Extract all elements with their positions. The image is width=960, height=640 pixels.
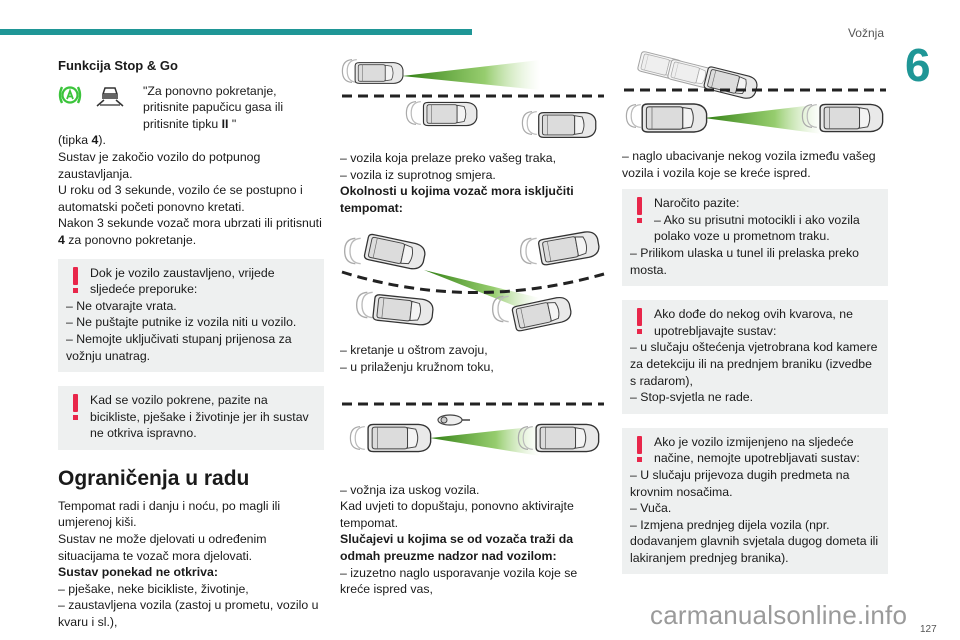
warning-intro: Ako dođe do nekog ovih kvarova, ne upotr…	[654, 307, 853, 338]
car-cruise-icon	[96, 86, 124, 107]
tipka-post: ).	[98, 133, 106, 148]
warning-icon	[70, 394, 80, 422]
cut-in-lane-illustration	[341, 58, 604, 139]
warning-intro: Kad se vozilo pokrene, pazite na bicikli…	[90, 393, 309, 441]
key-symbol: II	[221, 116, 229, 131]
list-item: – vozila koja prelaze preko vašeg traka,	[340, 151, 556, 165]
limits-para-1: Tempomat radi i danju i noću, po magli i…	[58, 498, 281, 530]
list-item: – naglo ubacivanje nekog vozila između v…	[622, 149, 876, 180]
para-2: U roku od 3 sekunde, vozilo će se postup…	[58, 183, 303, 214]
warning-item: – u slučaju oštećenja vjetrobrana kod ka…	[630, 340, 878, 388]
warning-icon	[634, 435, 644, 464]
narrow-vehicle-illustration	[342, 402, 604, 456]
column-1: Funkcija Stop & Go "Za ponovno pokretanj…	[58, 58, 324, 631]
warning-note: Kad se vozilo pokrene, pazite na bicikli…	[58, 386, 324, 450]
warning-note: Ako dođe do nekog ovih kvarova, ne upotr…	[622, 300, 888, 414]
para-3-post: za ponovno pokretanje.	[64, 232, 197, 247]
header-accent-bar	[0, 29, 472, 35]
para-3-pre: Nakon 3 sekunde vozač mora ubrzati ili p…	[58, 216, 322, 231]
column-3: – naglo ubacivanje nekog vozila između v…	[622, 48, 888, 586]
warning-intro: Dok je vozilo zaustavljeno, vrijede slje…	[90, 265, 275, 297]
stop-go-text: "Za ponovno pokretanje, pritisnite papuč…	[143, 83, 284, 131]
warning-item: – Izmjena prednjeg dijela vozila (npr. d…	[630, 517, 879, 565]
warning-item: – Stop-svjetla ne rade.	[630, 390, 754, 405]
limits-item: – pješake, neke bicikliste, životinje,	[58, 581, 249, 596]
chapter-number: 6	[905, 39, 931, 91]
bold-heading: Slučajevi u kojima se od vozača traži da…	[340, 532, 574, 563]
warning-item: – Vuča.	[630, 501, 672, 516]
motorcycle	[437, 413, 470, 426]
limits-item: – zaustavljena vozila (zastoj u prometu,…	[58, 598, 319, 630]
cut-in-ahead-illustration	[624, 50, 886, 134]
warning-item: – Ne otvarajte vrata.	[66, 298, 177, 313]
stop-go-instruction: "Za ponovno pokretanje, pritisnite papuč…	[143, 83, 324, 133]
stop-go-row: "Za ponovno pokretanje, pritisnite papuč…	[58, 83, 324, 133]
bold-heading: Okolnosti u kojima vozač mora isključiti…	[340, 184, 574, 215]
para-3-num: 4	[58, 232, 65, 247]
warning-intro: Ako je vozilo izmijenjeno na sljedeće na…	[654, 434, 860, 466]
auto-hold-a-icon	[58, 85, 82, 104]
list-item: – u prilaženju kružnom toku,	[340, 359, 494, 374]
limits-bold: Sustav ponekad ne otkriva:	[58, 565, 218, 580]
limits-heading: Ograničenja u radu	[58, 466, 250, 490]
stop-go-icons	[58, 83, 138, 115]
tipka-pre: (tipka	[58, 133, 92, 148]
warning-icon	[634, 197, 644, 225]
warning-intro: Naročito pazite:	[654, 196, 740, 211]
warning-note: Ako je vozilo izmijenjeno na sljedeće na…	[622, 427, 888, 575]
paragraph: Kad uvjeti to dopuštaju, ponovno aktivir…	[340, 499, 574, 530]
warning-item: – Ako su prisutni motocikli i ako vozila…	[654, 212, 860, 244]
watermark: carmanualsonline.info	[650, 600, 908, 630]
stop-go-heading: Funkcija Stop & Go	[58, 58, 178, 73]
tipka-ref: (tipka 4).	[58, 132, 324, 149]
tipka-num: 4	[91, 133, 99, 148]
stop-go-text-end: "	[228, 116, 237, 131]
section-title: Vožnja	[847, 26, 884, 40]
warning-note: Naročito pazite: – Ako su prisutni motoc…	[622, 189, 888, 287]
list-item: – izuzetno naglo usporavanje vozila koje…	[340, 565, 578, 597]
page-number: 127	[918, 624, 939, 635]
list-item: – vožnja iza uskog vozila.	[340, 482, 480, 497]
warning-item: – Ne puštajte putnike iz vozila niti u v…	[66, 315, 297, 330]
list-item: – kretanje u oštrom zavoju,	[340, 343, 488, 358]
list-item: – vozila iz suprotnog smjera.	[340, 167, 496, 182]
warning-icon	[634, 308, 644, 336]
limits-para-2: Sustav ne može djelovati u određenim sit…	[58, 532, 267, 563]
warning-note: Dok je vozilo zaustavljeno, vrijede slje…	[58, 258, 324, 373]
warning-icon	[70, 266, 80, 295]
warning-item: – U slučaju prijevoza dugih predmeta na …	[630, 467, 850, 499]
warning-item: – Nemojte uključivati stupanj prijenosa …	[66, 331, 292, 363]
column-2: – vozila koja prelaze preko vašeg traka,…	[340, 56, 606, 598]
curve-illustration	[341, 229, 605, 333]
warning-item: – Prilikom ulaska u tunel ili prelaska p…	[630, 245, 859, 277]
para-1: Sustav je zakočio vozilo do potpunog zau…	[58, 149, 261, 181]
para-3: Nakon 3 sekunde vozač mora ubrzati ili p…	[58, 215, 324, 248]
